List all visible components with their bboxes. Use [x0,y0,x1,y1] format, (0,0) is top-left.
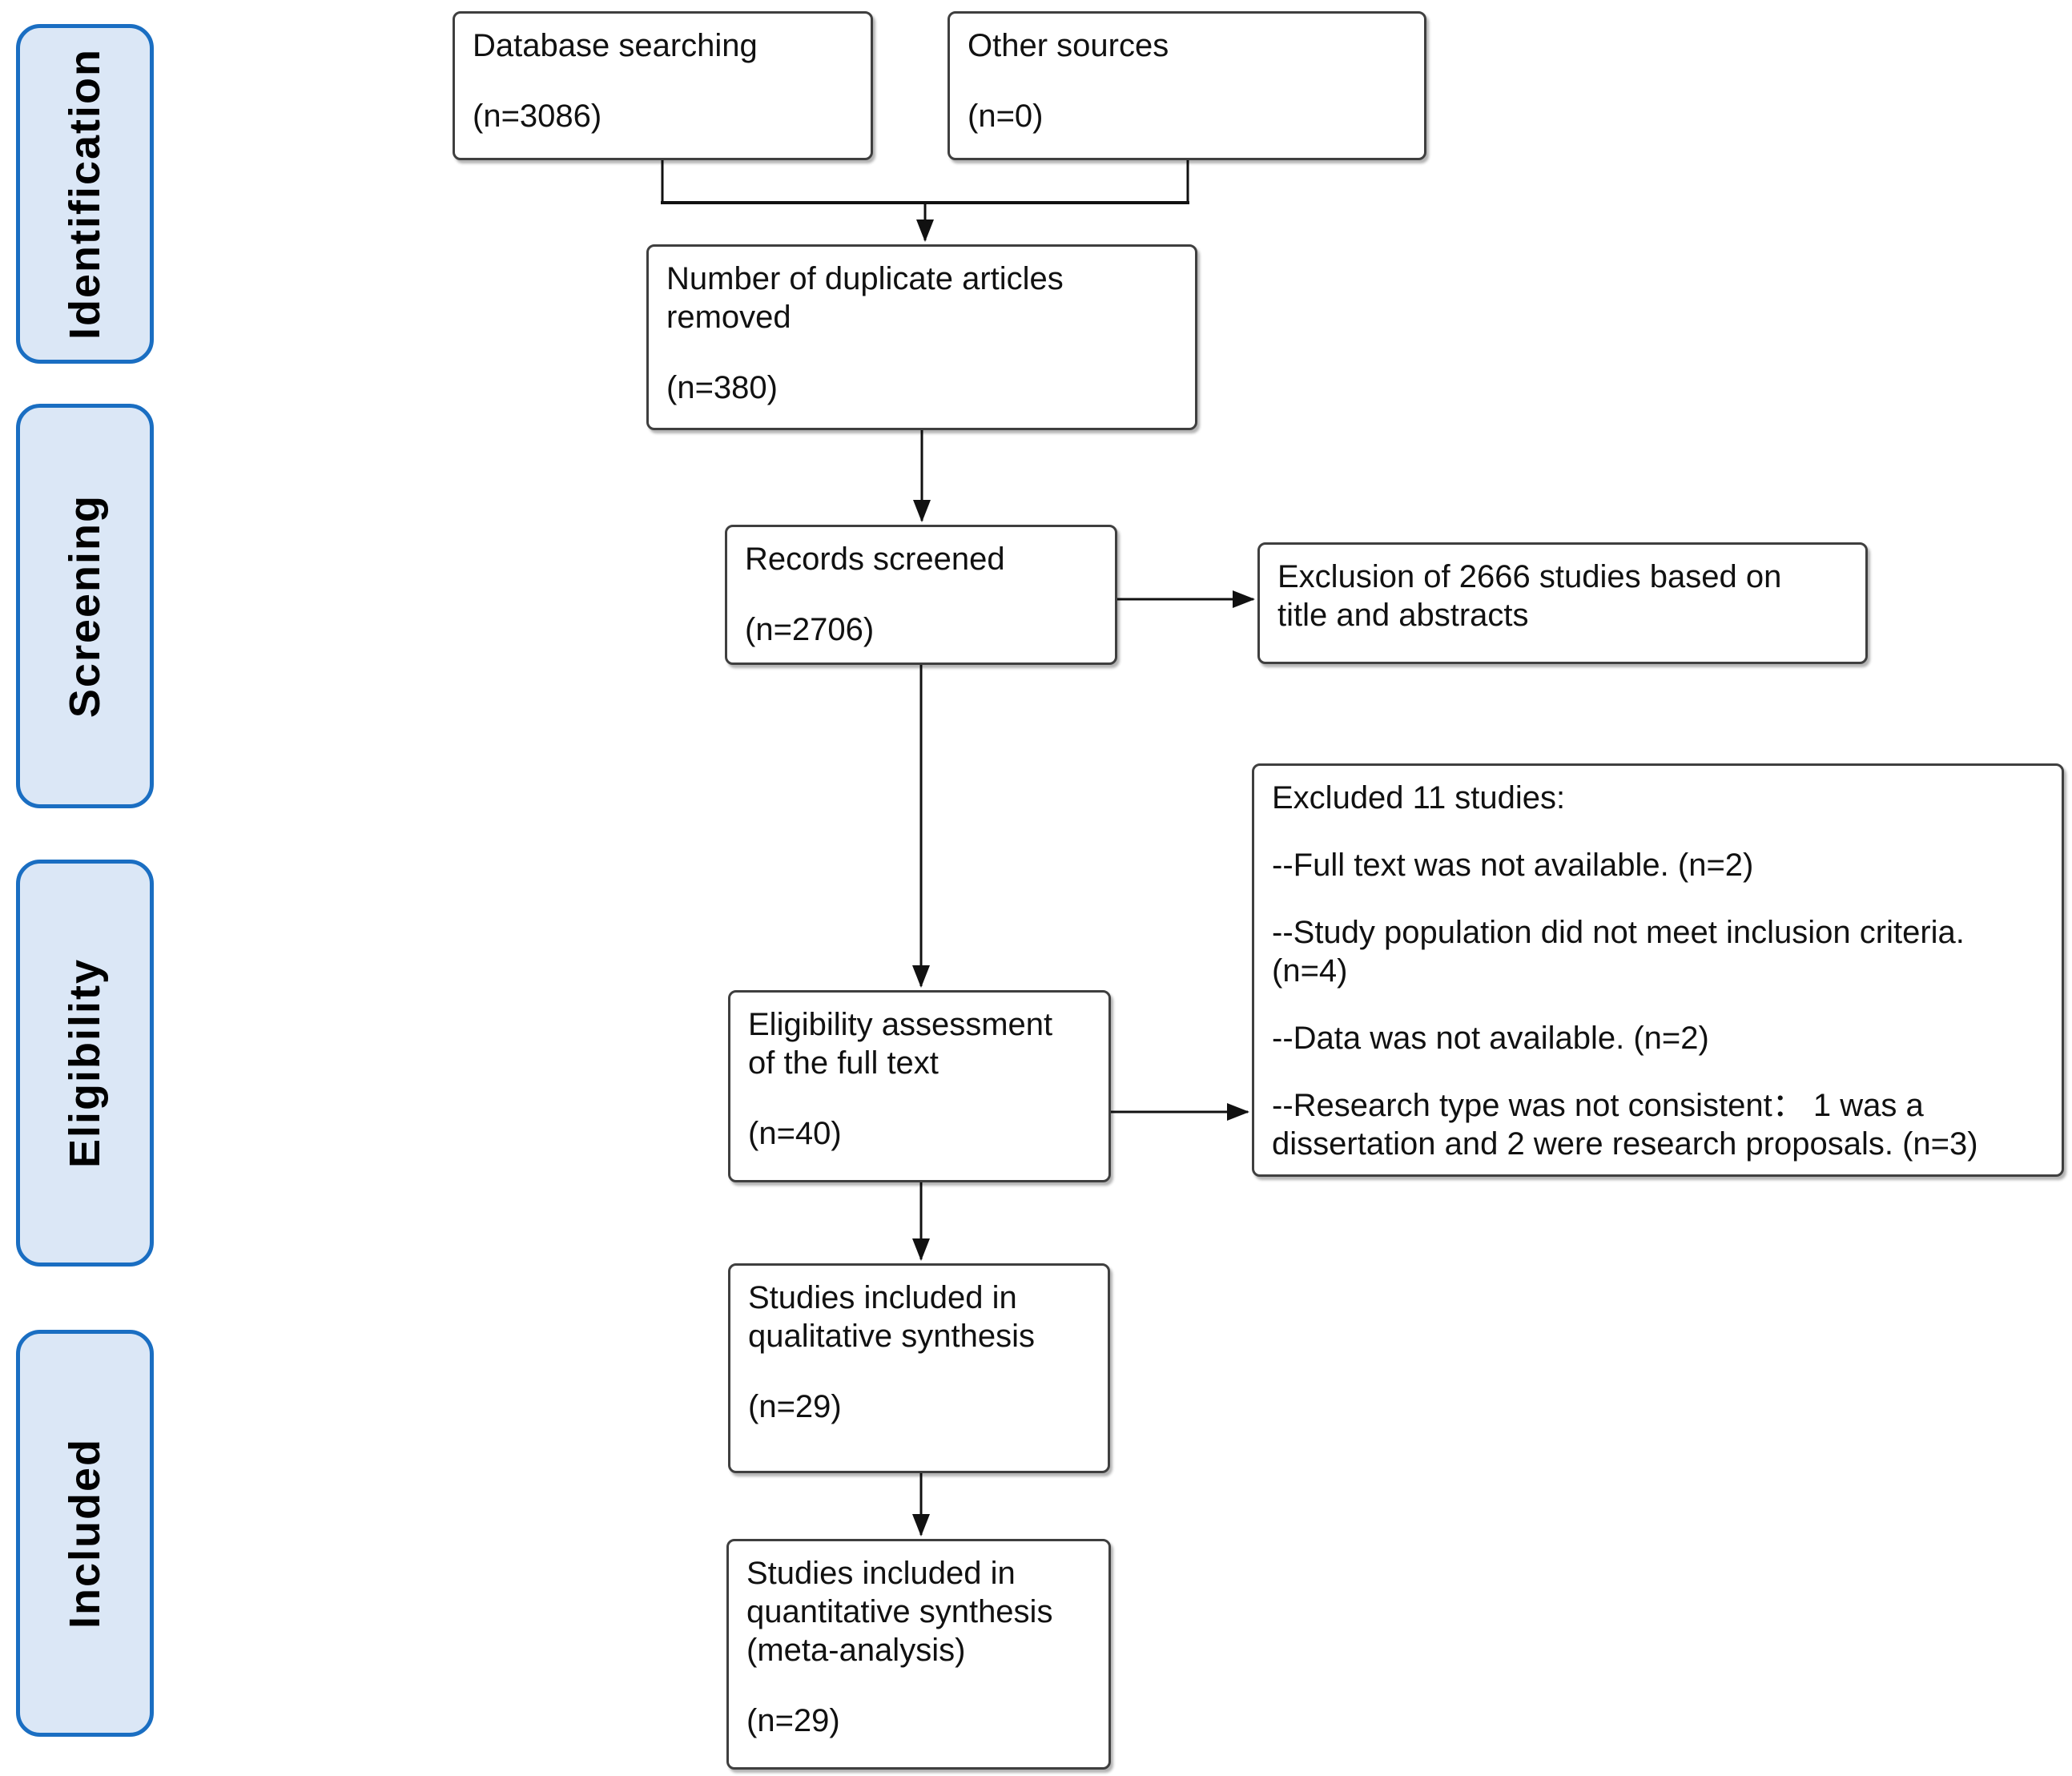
box-excluded-studies-heading: Excluded 11 studies: [1272,780,1566,816]
box-other-sources-line: Other sources [968,28,1169,63]
box-exclusion-title-abstract-line2: title and abstracts [1277,598,1529,633]
box-eligibility-assessment-line2: of the full text [748,1045,939,1081]
box-other-sources-count: (n=0) [968,99,1044,134]
box-quantitative-synthesis-line3: (meta-analysis) [746,1633,966,1668]
box-eligibility-assessment-count: (n=40) [748,1116,842,1151]
box-other-sources: Other sources (n=0) [947,11,1426,160]
box-qualitative-synthesis-line1: Studies included in [748,1280,1017,1315]
box-quantitative-synthesis-line1: Studies included in [746,1556,1016,1591]
box-duplicates-removed-line1: Number of duplicate articles [666,261,1064,296]
stage-included-label: Included [61,1437,109,1629]
stage-included: Included [16,1330,154,1737]
box-records-screened-line: Records screened [745,542,1005,577]
box-database-searching: Database searching (n=3086) [453,11,873,160]
stage-identification-label: Identification [61,48,109,340]
stage-eligibility-label: Eligibility [61,957,109,1169]
stage-identification: Identification [16,24,154,364]
box-eligibility-assessment: Eligibility assessment of the full text … [728,990,1111,1182]
box-database-searching-line: Database searching [473,28,758,63]
box-duplicates-removed-line2: removed [666,300,791,335]
box-excluded-studies-item2: --Study population did not meet inclusio… [1272,915,1965,989]
stage-screening-label: Screening [61,493,109,719]
box-database-searching-count: (n=3086) [473,99,602,134]
box-exclusion-title-abstract: Exclusion of 2666 studies based on title… [1257,542,1868,664]
box-duplicates-removed-count: (n=380) [666,370,778,405]
box-records-screened: Records screened (n=2706) [725,525,1117,665]
box-excluded-studies-item4: --Research type was not consistent： 1 wa… [1272,1088,1978,1162]
box-excluded-studies-item3: --Data was not available. (n=2) [1272,1021,1709,1056]
box-excluded-studies-item1: --Full text was not available. (n=2) [1272,848,1754,883]
box-qualitative-synthesis-line2: qualitative synthesis [748,1319,1035,1354]
box-quantitative-synthesis-count: (n=29) [746,1703,840,1738]
box-eligibility-assessment-line1: Eligibility assessment [748,1007,1053,1042]
box-duplicates-removed: Number of duplicate articles removed (n=… [646,244,1197,430]
box-records-screened-count: (n=2706) [745,612,875,647]
box-excluded-studies: Excluded 11 studies: --Full text was not… [1252,763,2064,1177]
box-quantitative-synthesis: Studies included in quantitative synthes… [726,1539,1111,1770]
box-exclusion-title-abstract-line1: Exclusion of 2666 studies based on [1277,559,1782,594]
box-qualitative-synthesis: Studies included in qualitative synthesi… [728,1263,1110,1473]
box-qualitative-synthesis-count: (n=29) [748,1389,842,1424]
box-quantitative-synthesis-line2: quantitative synthesis [746,1594,1053,1629]
stage-screening: Screening [16,404,154,808]
stage-eligibility: Eligibility [16,860,154,1267]
